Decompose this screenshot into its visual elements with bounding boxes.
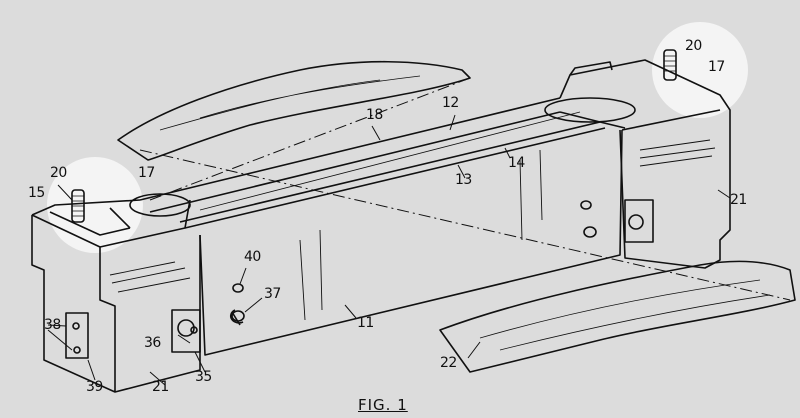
label-17-right: 17 xyxy=(708,60,725,74)
plate-38 xyxy=(66,313,88,358)
label-14: 14 xyxy=(508,156,525,170)
label-35: 35 xyxy=(195,370,212,384)
label-40: 40 xyxy=(244,250,261,264)
lower-fabric xyxy=(440,261,795,372)
figure-caption: FIG. 1 xyxy=(358,396,408,414)
label-21-right: 21 xyxy=(730,193,747,207)
label-20-right: 20 xyxy=(685,39,702,53)
label-22: 22 xyxy=(440,356,457,370)
label-17-left: 17 xyxy=(138,166,155,180)
label-39: 39 xyxy=(86,380,103,394)
label-20-left: 20 xyxy=(50,166,67,180)
label-21-left: 21 xyxy=(152,380,169,394)
label-18: 18 xyxy=(366,108,383,122)
label-11: 11 xyxy=(357,316,374,330)
label-36: 36 xyxy=(144,336,161,350)
label-38: 38 xyxy=(44,318,61,332)
socket-36 xyxy=(172,310,200,352)
beam-front xyxy=(200,130,622,355)
label-12: 12 xyxy=(442,96,459,110)
label-37: 37 xyxy=(264,287,281,301)
label-13: 13 xyxy=(455,173,472,187)
label-15: 15 xyxy=(28,186,45,200)
